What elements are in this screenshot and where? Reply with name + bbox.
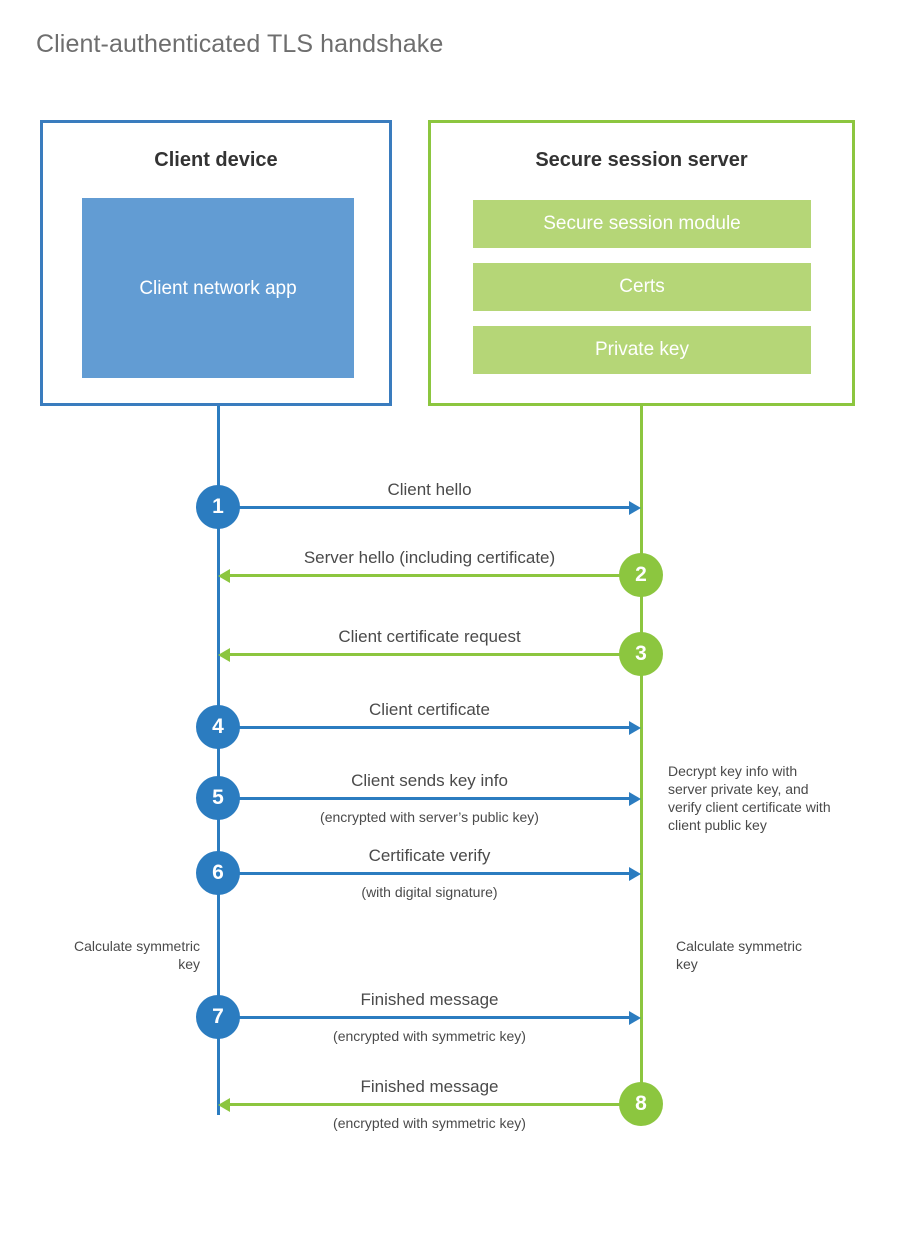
message-sublabel-7: (encrypted with symmetric key)	[333, 1028, 526, 1044]
message-line-1	[218, 506, 629, 509]
message-line-8	[230, 1103, 641, 1106]
server-module-certs: Certs	[473, 263, 811, 311]
message-line-2	[230, 574, 641, 577]
arrow-head-4	[629, 721, 641, 735]
client-device-title: Client device	[154, 149, 278, 171]
message-sublabel-6: (with digital signature)	[361, 884, 498, 900]
secure-session-server-box: Secure session server Secure session mod…	[428, 120, 855, 406]
message-label-3: Client certificate request	[338, 627, 521, 646]
message-line-3	[230, 653, 641, 656]
message-line-6	[218, 872, 629, 875]
server-module-secure-session-module: Secure session module	[473, 200, 811, 248]
message-label-2: Server hello (including certificate)	[303, 548, 556, 567]
message-label-4: Client certificate	[369, 700, 490, 719]
message-label-7: Finished message	[360, 990, 499, 1009]
message-line-5	[218, 797, 629, 800]
client-network-app-box: Client network app	[82, 198, 354, 378]
step-circle-3[interactable]: 3	[619, 632, 663, 676]
arrow-head-2	[218, 569, 230, 583]
client-lifeline	[217, 406, 220, 1115]
message-label-5: Client sends key info	[351, 771, 508, 790]
arrow-head-8	[218, 1098, 230, 1112]
step-circle-6[interactable]: 6	[196, 851, 240, 895]
client-device-box: Client device Client network app	[40, 120, 392, 406]
arrow-head-3	[218, 648, 230, 662]
step-circle-5[interactable]: 5	[196, 776, 240, 820]
arrow-head-6	[629, 867, 641, 881]
server-lifeline	[640, 406, 643, 1105]
step-circle-4[interactable]: 4	[196, 705, 240, 749]
arrow-head-7	[629, 1011, 641, 1025]
arrow-head-1	[629, 501, 641, 515]
server-decrypt-note: Decrypt key info with server private key…	[668, 763, 831, 833]
step-circle-7[interactable]: 7	[196, 995, 240, 1039]
message-sublabel-8: (encrypted with symmetric key)	[333, 1115, 526, 1131]
client-calculate-symmetric-key-note: Calculate symmetric key	[73, 938, 200, 972]
step-circle-1[interactable]: 1	[196, 485, 240, 529]
secure-session-server-title: Secure session server	[535, 149, 748, 171]
server-module-private-key: Private key	[473, 326, 811, 374]
message-line-7	[218, 1016, 629, 1019]
page-title: Client-authenticated TLS handshake	[36, 30, 444, 58]
message-label-6: Certificate verify	[368, 846, 491, 865]
arrow-head-5	[629, 792, 641, 806]
message-line-4	[218, 726, 629, 729]
step-circle-8[interactable]: 8	[619, 1082, 663, 1126]
server-calculate-symmetric-key-note: Calculate symmetric key	[676, 938, 803, 972]
message-label-1: Client hello	[387, 480, 472, 499]
message-sublabel-5: (encrypted with server’s public key)	[320, 809, 539, 825]
step-circle-2[interactable]: 2	[619, 553, 663, 597]
message-label-8: Finished message	[360, 1077, 499, 1096]
